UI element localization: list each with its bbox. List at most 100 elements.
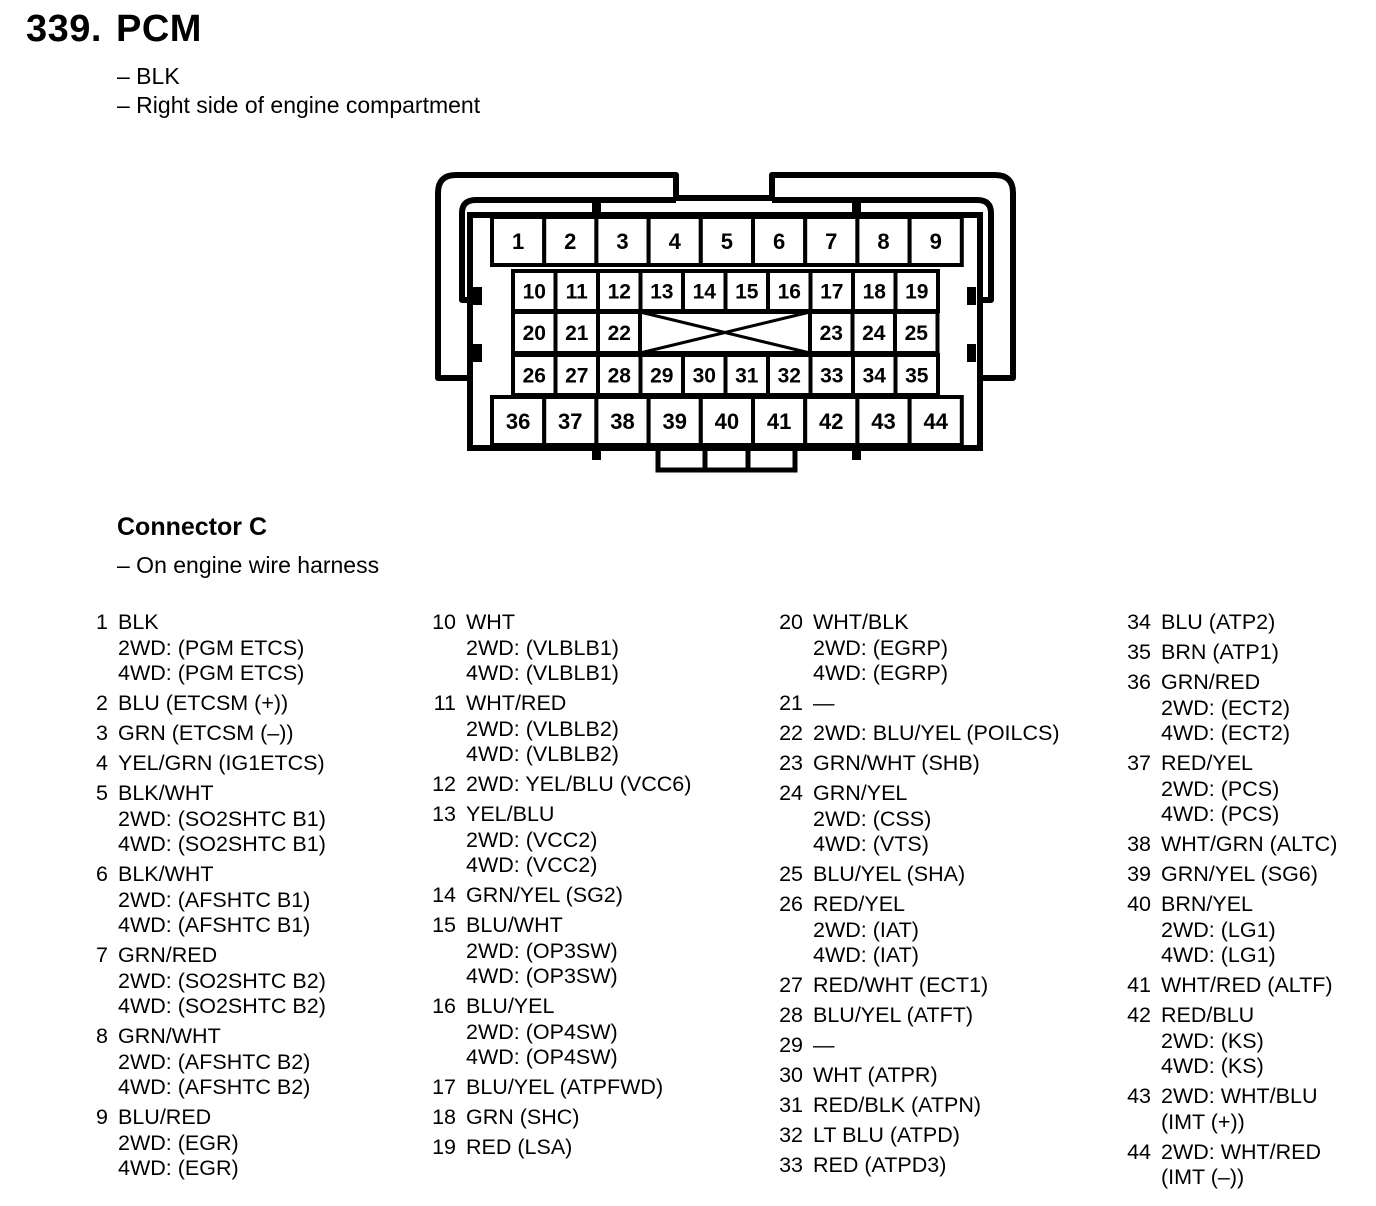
pin-cavity <box>851 269 898 313</box>
wire-color: BLU/RED <box>118 1105 212 1129</box>
pin-cavity <box>850 310 897 355</box>
pin-cavity-label: 7 <box>825 229 837 254</box>
pin-cavity-label: 14 <box>693 281 717 304</box>
pin-cavity-label: 40 <box>715 409 739 434</box>
wire-color: GRN (SHC) <box>466 1105 580 1129</box>
wire-signal: 4WD: (VLBLB2) <box>466 742 619 766</box>
pin-number: 4 <box>96 751 108 775</box>
wire-signal: 2WD: (AFSHTC B1) <box>118 887 311 912</box>
wire-signal: 4WD: (ECT2) <box>1161 721 1290 745</box>
pin-cavity <box>638 269 685 313</box>
pin-number: 35 <box>1127 640 1151 664</box>
pin-number: 28 <box>779 1003 803 1027</box>
wire-signal: 2WD: (OP4SW) <box>466 1019 618 1044</box>
pin-cavity <box>698 215 755 267</box>
pin-cavity-label: 4 <box>669 229 682 254</box>
wire-color: GRN (ETCSM (–)) <box>118 721 294 745</box>
pin-cavity-label: 27 <box>565 365 588 388</box>
pin-cavity <box>766 269 813 313</box>
pin-number: 14 <box>432 883 456 907</box>
component-note: – Right side of engine compartment <box>117 92 481 118</box>
wire-color: BLK/WHT <box>118 781 214 805</box>
pin-number: 20 <box>779 610 803 634</box>
wire-signal: 4WD: (VLBLB1) <box>466 661 619 685</box>
pin-number: 39 <box>1127 862 1151 886</box>
pin-number: 25 <box>779 862 803 886</box>
wire-color: 2WD: WHT/RED <box>1161 1139 1322 1164</box>
connector-title: Connector C <box>117 513 267 541</box>
wire-signal: 2WD: (KS) <box>1161 1028 1264 1053</box>
pin-cavity-label: 44 <box>923 409 948 434</box>
pin-cavity-label: 43 <box>871 409 895 434</box>
pin-cavity-label: 13 <box>650 281 673 304</box>
wire-color: BLU/WHT <box>466 913 563 937</box>
pin-number: 42 <box>1127 1003 1151 1027</box>
pin-cavity-label: 2 <box>564 229 576 254</box>
wire-signal: 4WD: (PGM ETCS) <box>118 661 305 685</box>
wire-signal: 2WD: (PCS) <box>1161 776 1280 801</box>
pin-number: 9 <box>96 1105 108 1129</box>
pin-cavity <box>907 395 964 447</box>
locator-notch <box>967 287 976 305</box>
pin-cavity <box>542 215 599 267</box>
wire-signal: 4WD: (EGRP) <box>813 661 948 685</box>
wire-signal: 2WD: (EGR) <box>118 1130 239 1155</box>
pin-number: 38 <box>1127 832 1151 856</box>
blocked-cavity-mark <box>639 310 811 355</box>
pin-cavity <box>855 395 912 447</box>
pin-number: 3 <box>96 721 108 745</box>
pin-cavity <box>596 310 643 355</box>
pin-cavity-label: 3 <box>616 229 628 254</box>
wire-color: YEL/GRN (IG1ETCS) <box>118 751 325 775</box>
wire-signal: 4WD: (KS) <box>1161 1054 1264 1078</box>
component-number: 339. <box>26 8 102 50</box>
pin-number: 22 <box>779 721 803 745</box>
pin-number: 23 <box>779 751 803 775</box>
pin-number: 26 <box>779 892 803 916</box>
pin-cavity-label: 39 <box>662 409 686 434</box>
wire-signal: 2WD: (ECT2) <box>1161 695 1290 720</box>
wire-signal: 2WD: (OP3SW) <box>466 938 618 963</box>
wire-signal: 4WD: (EGR) <box>118 1156 239 1180</box>
pin-number: 8 <box>96 1024 108 1048</box>
wire-signal: 4WD: (AFSHTC B1) <box>118 913 311 937</box>
wire-signal: 4WD: (AFSHTC B2) <box>118 1075 311 1099</box>
wire-signal: 2WD: (SO2SHTC B1) <box>118 806 326 831</box>
pin-cavity-label: 34 <box>863 365 887 388</box>
pin-cavity <box>803 215 860 267</box>
wire-color: RED (ATPD3) <box>813 1153 947 1177</box>
pin-number: 37 <box>1127 751 1151 775</box>
pin-number: 24 <box>779 781 803 805</box>
wire-signal: 4WD: (VTS) <box>813 832 929 856</box>
wire-color: BLU (ATP2) <box>1161 610 1276 634</box>
pin-cavity-label: 18 <box>863 281 887 304</box>
wire-color: GRN/WHT <box>118 1024 221 1048</box>
pin-cavity-label: 17 <box>820 281 843 304</box>
pin-entry: 4 YEL/GRN (IG1ETCS) <box>72 751 326 777</box>
pin-number: 32 <box>779 1123 803 1147</box>
pin-number: 5 <box>96 781 108 805</box>
wire-signal: 2WD: (IAT) <box>813 917 919 942</box>
wire-signal: 2WD: (CSS) <box>813 806 932 831</box>
pin-entry: 29— <box>767 1033 1060 1059</box>
pin-cavity-label: 1 <box>512 229 524 254</box>
wire-signal: 4WD: (SO2SHTC B2) <box>118 994 326 1018</box>
wire-color: GRN/YEL <box>813 781 908 805</box>
pin-cavity <box>490 395 547 447</box>
